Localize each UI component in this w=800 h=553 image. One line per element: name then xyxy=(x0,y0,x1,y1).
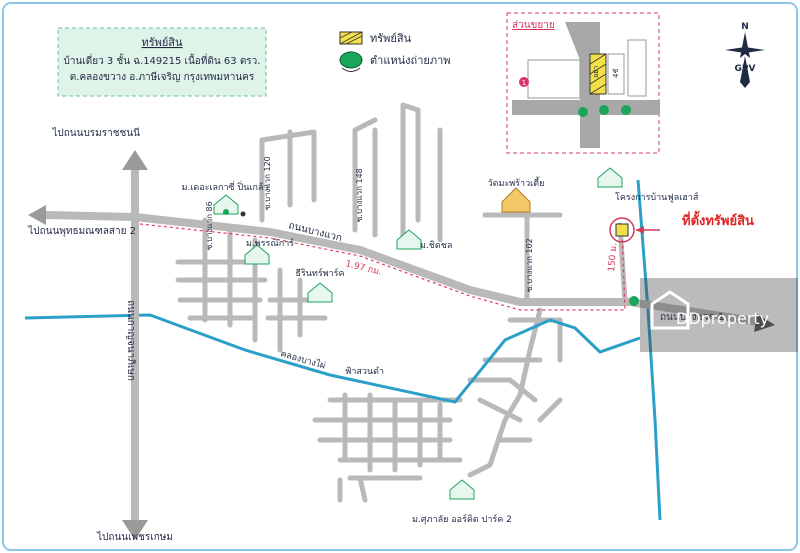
house-icon xyxy=(597,167,623,188)
property-title: ทรัพย์สิน xyxy=(141,36,183,49)
property-box: ทรัพย์สิน บ้านเดี่ยว 3 ชั้น ฉ.149215 เนื… xyxy=(57,27,267,97)
place-chidchol: ม.ชิดชล xyxy=(420,240,452,251)
bang-waek-right-label: ถนนบางแวก 1 xyxy=(660,312,724,323)
property-marker xyxy=(609,217,660,306)
temple-icon xyxy=(501,187,531,213)
legend: ทรัพย์สิน ตำแหน่งถ่ายภาพ xyxy=(339,31,451,72)
inset-title: ส่วนขยาย xyxy=(512,20,555,31)
distance-short: 150 ม. xyxy=(607,243,619,273)
inset-road-a: อย่า xyxy=(592,66,600,78)
callout-label: ที่ตั้งทรัพย์สิน xyxy=(682,210,754,229)
house-icon xyxy=(244,244,270,265)
property-line2: ต.คลองขวาง อ.ภาษีเจริญ กรุงเทพมหานคร xyxy=(70,71,255,83)
inset-roads xyxy=(512,22,660,148)
side-roads xyxy=(175,102,563,503)
places: ม.เดอะเลกาซี่ ปิ่นเกล้า ม.พรรณิการ์ ม.ชิ… xyxy=(182,167,699,525)
legend-asset: ทรัพย์สิน xyxy=(370,32,412,45)
house-icon xyxy=(307,282,333,303)
inset-photo-1-icon xyxy=(578,107,588,117)
main-roads xyxy=(28,150,775,540)
place-sirin: ธีรินทร์พาร์ค xyxy=(295,267,344,279)
inset-photo-2-icon xyxy=(599,105,609,115)
soi-102-label: ซ.บางแวก 102 xyxy=(525,238,534,292)
compass-north: N xyxy=(741,22,749,32)
house-icon xyxy=(449,479,475,500)
place-supalai: ม.ศุภาลัย ออร์คิด ปาร์ค 2 xyxy=(412,513,512,525)
inset-marker: 1 xyxy=(522,79,526,87)
legend-photo: ตำแหน่งถ่ายภาพ xyxy=(370,54,451,67)
soi-148-label: ซ.บางแวก 148 xyxy=(355,168,364,222)
place-the-legacy: ม.เดอะเลกาซี่ ปิ่นเกล้า xyxy=(182,180,269,193)
soi-120-label: ซ.บางแวก 120 xyxy=(263,156,272,210)
watermark-text: DDproperty xyxy=(676,309,769,328)
to-phetkasem: ไปถนนเพชรเกษม xyxy=(96,531,173,543)
to-borommaratchachonnani: ไปถนนบรมราชชนนี xyxy=(51,127,140,139)
soi-left-label: ซ.บางแวก 86 xyxy=(205,201,214,250)
photo-spot-icon xyxy=(339,51,363,69)
inset-marker-icon xyxy=(519,77,529,87)
place-fah-sai: ฟ้าสวนดำ xyxy=(345,366,384,377)
place-wat: วัดมะพร้าวเตี้ย xyxy=(488,176,545,189)
inset-road-b: 4ชั xyxy=(612,69,620,78)
photo-spot-map-icon xyxy=(629,296,639,306)
watermark: DDproperty xyxy=(640,278,798,352)
inset-photo-3-icon xyxy=(621,105,631,115)
bang-waek-road xyxy=(41,211,764,326)
place-project: โครงการบ้านฟูลเฮาส์ xyxy=(615,191,699,203)
to-phutthamonthon: ไปถนนพุทธมณฑลสาย 2 xyxy=(27,225,136,237)
inset-box: ส่วนขยาย 1 อย่า 4ชั xyxy=(506,12,660,154)
property-line1: บ้านเดี่ยว 3 ชั้น ฉ.149215 เนื้อที่ดิน 6… xyxy=(64,53,261,67)
house-icon xyxy=(396,229,422,250)
compass: N GPV xyxy=(725,22,765,88)
canals xyxy=(24,179,662,521)
kanchanaphisek-label: ถนนกาญจนาภิเษก xyxy=(125,300,136,381)
house-icon xyxy=(213,194,239,215)
place-phornnicha: ม.พรรณิการ์ xyxy=(246,237,294,249)
compass-brand: GPV xyxy=(735,64,756,74)
